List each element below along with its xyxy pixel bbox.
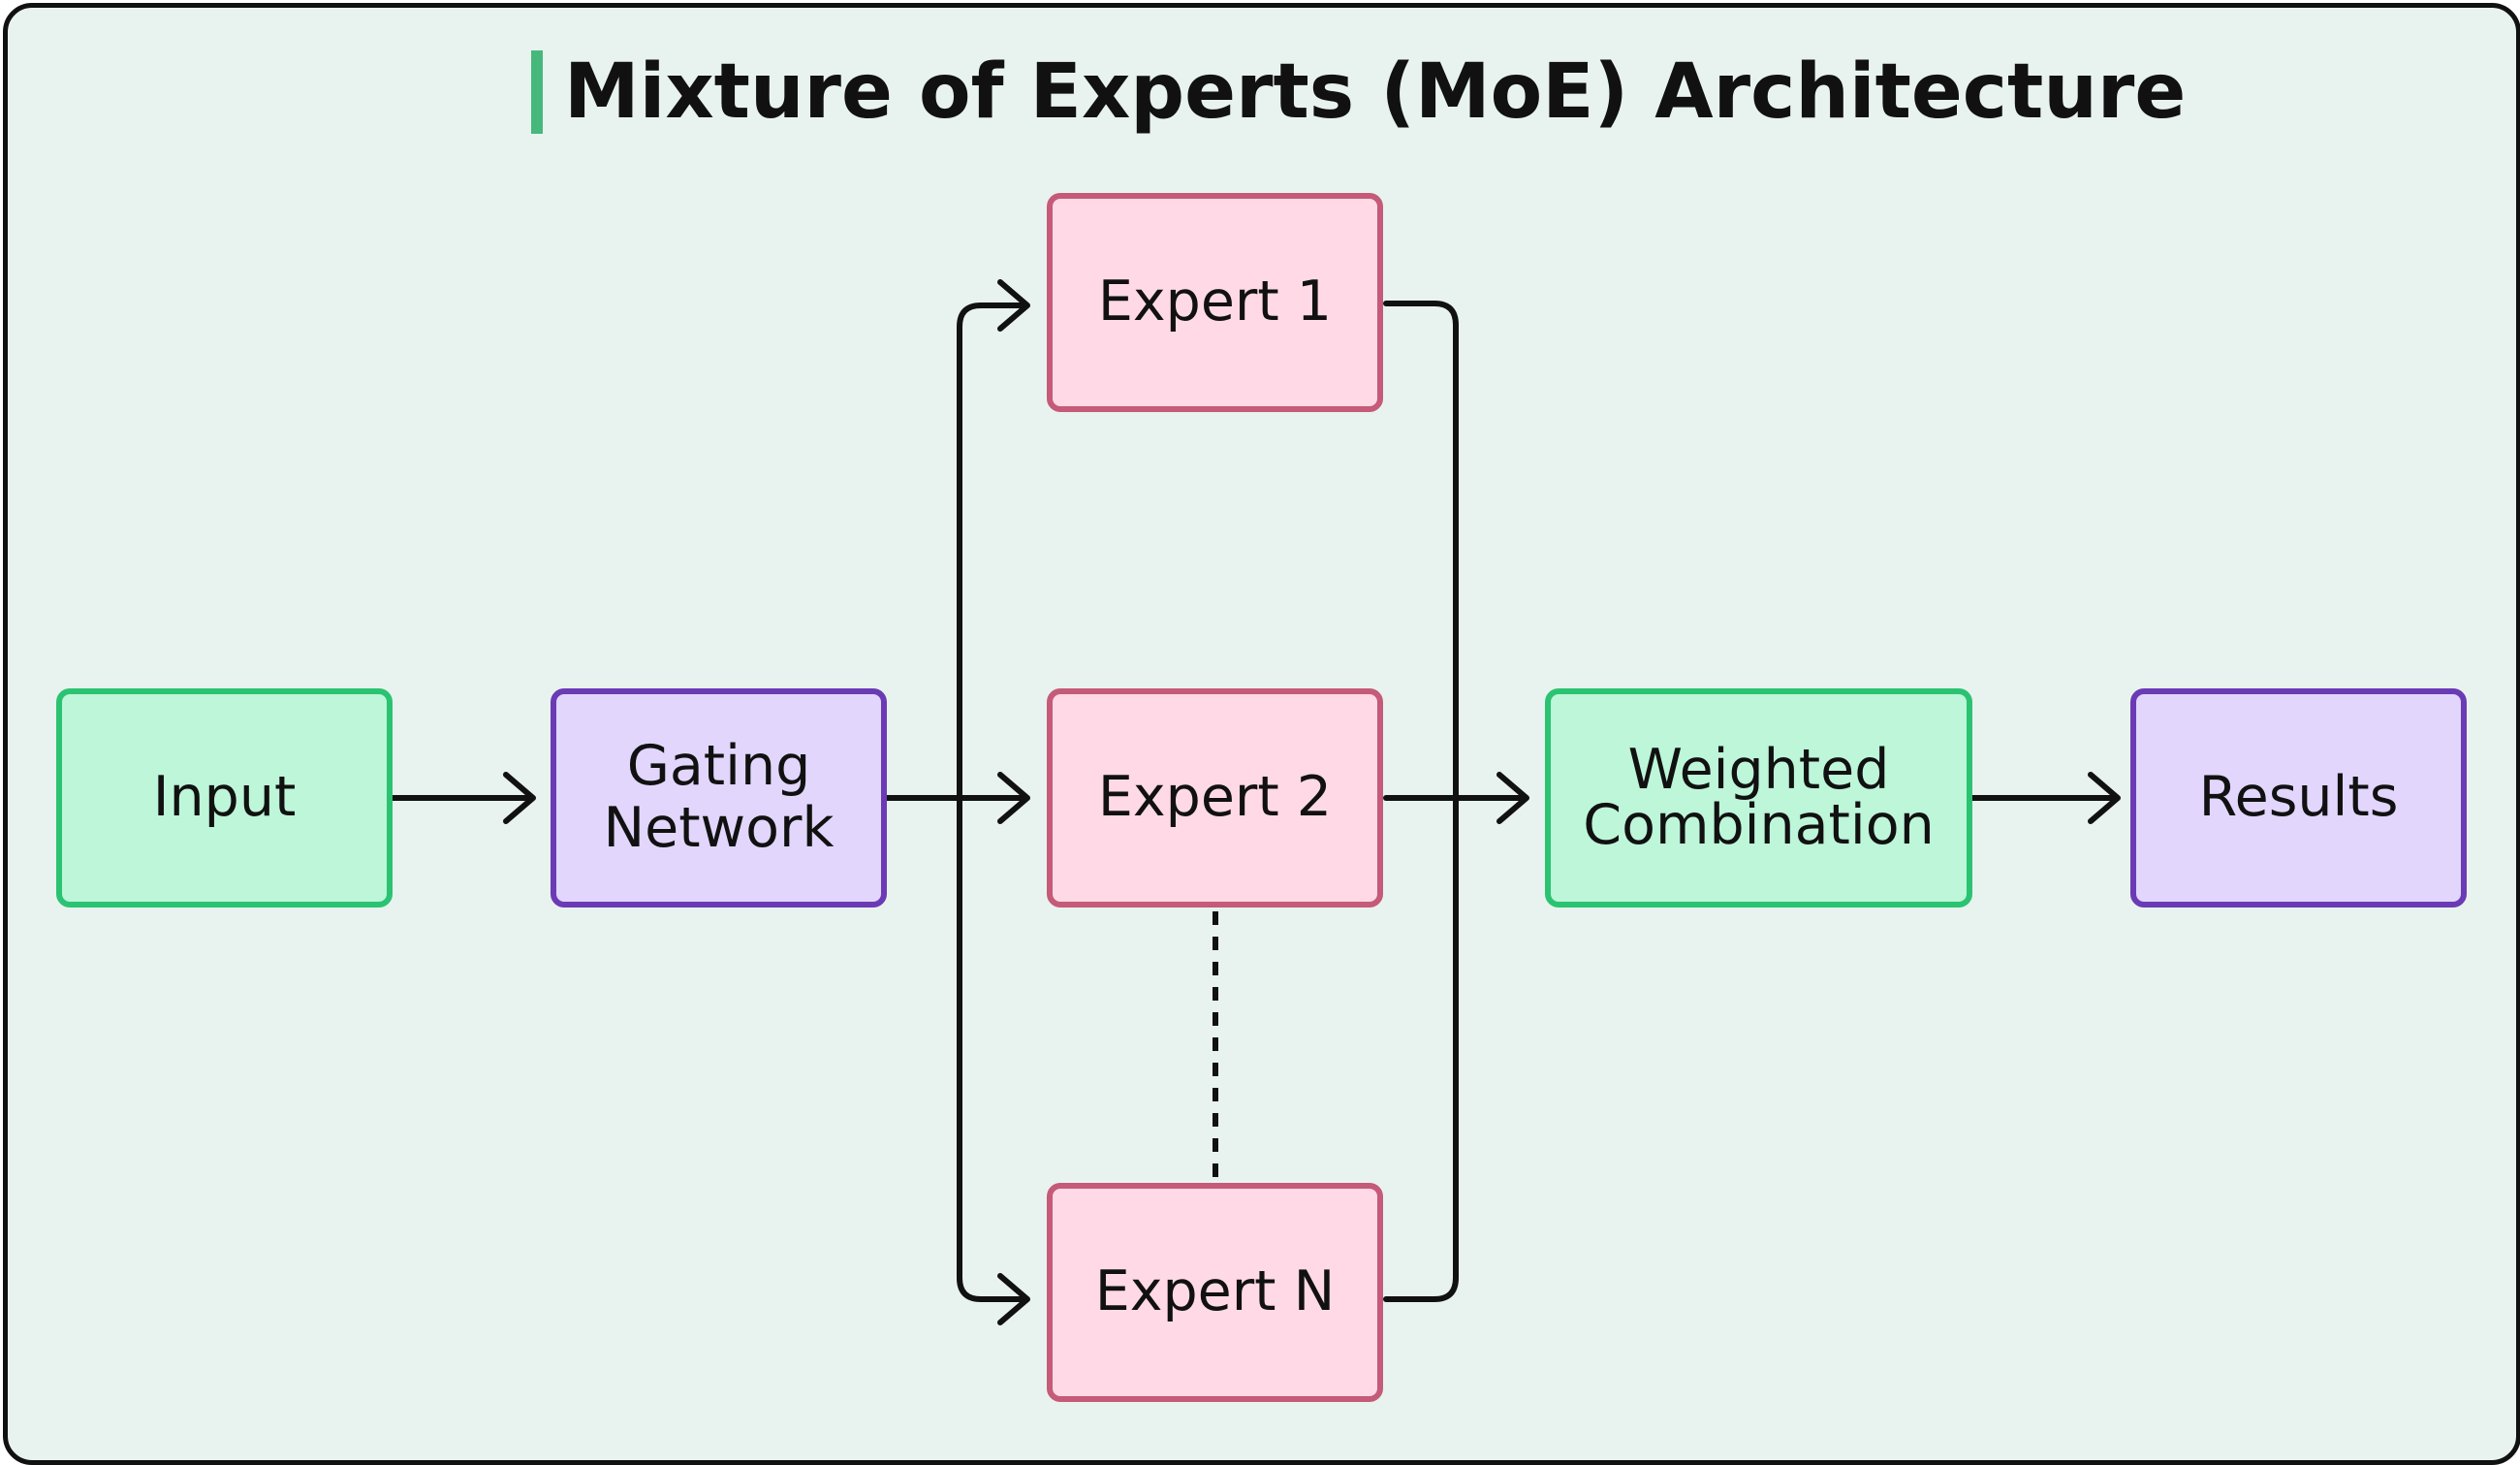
arrowhead-expert1 [997, 279, 1030, 332]
edge-expertn-to-merge [1383, 795, 1459, 1302]
node-expert-2: Expert 2 [1047, 688, 1383, 908]
node-expert-n-label: Expert N [1094, 1259, 1336, 1324]
arrowhead-expert2 [997, 772, 1030, 824]
node-expert-2-label: Expert 2 [1097, 765, 1333, 830]
arrowhead-results [2088, 772, 2121, 824]
arrowhead-weighted [1496, 772, 1529, 824]
node-expert-n: Expert N [1047, 1183, 1383, 1402]
arrowhead-gating [503, 772, 536, 824]
node-weighted-combination-label: Weighted Combination [1583, 738, 1935, 857]
node-expert-1: Expert 1 [1047, 193, 1383, 412]
edge-expert1-to-merge [1383, 301, 1459, 801]
node-input: Input [56, 688, 393, 908]
edge-gating-to-expert1 [957, 303, 1025, 801]
title-block: Mixture of Experts (MoE) Architecture [531, 47, 2186, 138]
title-accent-bar [531, 50, 543, 134]
arrowhead-expertn [997, 1273, 1030, 1325]
node-input-label: Input [152, 765, 297, 830]
node-gating-network-label: Gating Network [603, 734, 835, 860]
node-gating-network: Gating Network [551, 688, 887, 908]
node-weighted-combination: Weighted Combination [1545, 688, 1972, 908]
node-results: Results [2130, 688, 2467, 908]
node-expert-1-label: Expert 1 [1097, 270, 1333, 334]
diagram-title: Mixture of Experts (MoE) Architecture [564, 48, 2187, 136]
edge-gating-to-expertn [957, 795, 1025, 1302]
node-results-label: Results [2198, 765, 2399, 830]
